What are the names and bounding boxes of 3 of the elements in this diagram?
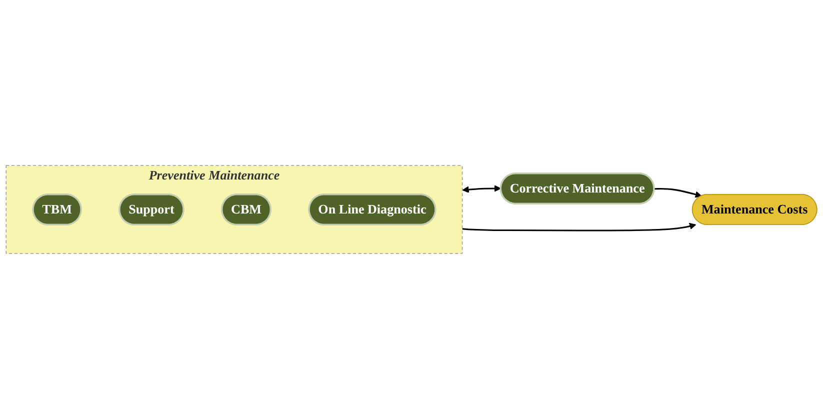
- arrow: [462, 222, 696, 232]
- arrow: [654, 188, 702, 198]
- arrow: [462, 185, 501, 193]
